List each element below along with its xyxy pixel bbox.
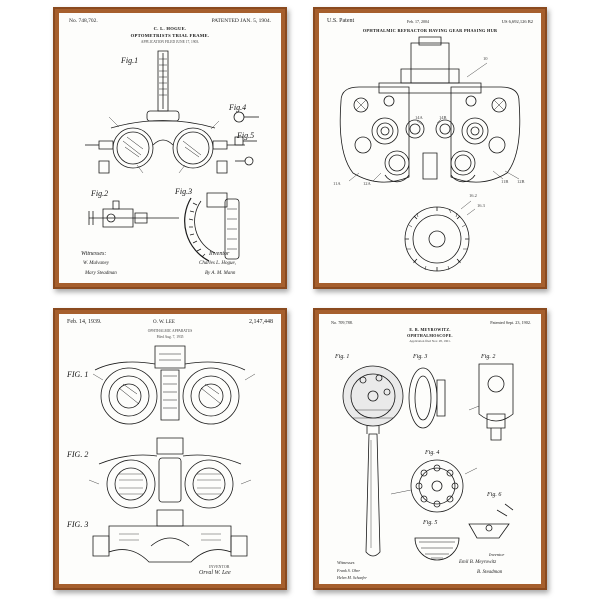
patent-title: OPTOMETRISTS TRIAL FRAME.	[130, 33, 210, 38]
attorney-signature: B. Steadman	[477, 570, 503, 575]
patent-title: OPHTHALMIC APPARATUS	[147, 329, 193, 333]
filed-line: Filed Aug. 7, 1935	[156, 335, 184, 339]
ref-label: 16.3	[477, 203, 485, 208]
fig-label: Fig. 6	[487, 492, 502, 498]
application-line: APPLICATION FILED JUNE 17, 1903.	[140, 40, 200, 44]
patent-title: OPHTHALMOSCOPE.	[407, 333, 453, 338]
patent-office: U.S. Patent	[327, 18, 355, 24]
poster-trial-frame: No. 748,702. PATENTED JAN. 5, 1904. C. L…	[53, 7, 287, 289]
ref-label: 12B	[517, 179, 525, 184]
trial-frame-drawing	[59, 13, 281, 283]
fig-label: FIG. 3	[67, 520, 89, 529]
refractor-drawing	[319, 13, 541, 283]
patent-date: Feb. 17, 2004	[407, 19, 429, 24]
patent-date: Feb. 14, 1939.	[67, 319, 102, 325]
poster-refractor: U.S. Patent Feb. 17, 2004 US 6,692,126 B…	[313, 7, 547, 289]
fig-label: Fig. 1	[335, 354, 350, 360]
fig-label: Fig. 2	[481, 354, 496, 360]
poster-mat: No. 748,702. PATENTED JAN. 5, 1904. C. L…	[59, 13, 281, 283]
fig-label: FIG. 2	[67, 450, 89, 459]
poster-mat: Feb. 14, 1939. O. W. LEE 2,147,448 OPHTH…	[59, 314, 281, 584]
inventor-signature: Charles L. Hogue,	[199, 261, 236, 266]
inventor-name: O. W. LEE	[153, 320, 175, 325]
poster-mat: U.S. Patent Feb. 17, 2004 US 6,692,126 B…	[319, 13, 541, 283]
fig-label: Fig.2	[91, 189, 109, 198]
patent-number: 2,147,448	[249, 319, 273, 325]
patent-number: US 6,692,126 B2	[501, 19, 533, 24]
ophthalmic-apparatus-drawing	[59, 314, 281, 584]
ophthalmoscope-drawing	[319, 314, 541, 584]
inventor-label: INVENTOR	[209, 564, 230, 569]
patent-title: OPHTHALMIC REFRACTOR HAVING GEAR PHASING…	[362, 28, 498, 33]
fig-label: Fig. 3	[413, 354, 428, 360]
inventor-label: Inventor	[489, 552, 505, 557]
witness-signature: Helen M. Schaefer	[337, 575, 367, 580]
ref-label: 10	[483, 56, 488, 61]
application-line: Application filed Nov. 28, 1901.	[409, 339, 451, 343]
poster-ophthalmic-apparatus: Feb. 14, 1939. O. W. LEE 2,147,448 OPHTH…	[53, 308, 287, 590]
witness-signature: Mary Steadman	[85, 271, 117, 276]
ref-label: 14B	[439, 115, 447, 120]
patent-number: No. 709,788.	[331, 320, 353, 325]
witness-signature: W. Mulvaney	[83, 261, 109, 266]
ref-label: 11A	[333, 181, 341, 186]
ref-label: 12A	[363, 181, 371, 186]
poster-ophthalmoscope: No. 709,788. Patented Sept. 23, 1902. E.…	[313, 308, 547, 590]
fig-label: Fig.3	[175, 187, 193, 196]
ref-label: 16.2	[469, 193, 477, 198]
fig-label: FIG. 1	[67, 370, 89, 379]
fig-label: Fig.5	[237, 131, 255, 140]
witness-signature: Frank S. Ober	[337, 568, 360, 573]
inventor-name: C. L. HOGUE.	[153, 26, 187, 31]
inventor-signature: Emil B. Meyrowitz	[459, 560, 497, 565]
fig-label: Fig.4	[229, 103, 247, 112]
witnesses-label: Witnesses:	[81, 251, 107, 257]
fig-label: Fig.1	[121, 56, 139, 65]
inventor-label: Inventor	[209, 251, 230, 257]
witnesses-label: Witnesses	[337, 560, 355, 565]
poster-mat: No. 709,788. Patented Sept. 23, 1902. E.…	[319, 314, 541, 584]
fig-label: Fig. 4	[425, 450, 440, 456]
ref-label: 11B	[501, 179, 509, 184]
inventor-name: E. B. MEYROWITZ.	[409, 327, 451, 332]
attorney-signature: By A. M. Mann	[205, 271, 236, 276]
patent-date: Patented Sept. 23, 1902.	[490, 320, 531, 325]
patent-date: PATENTED JAN. 5, 1904.	[211, 18, 271, 24]
patent-number: No. 748,702.	[69, 18, 98, 24]
inventor-signature: Orval W. Lee	[199, 570, 231, 576]
ref-label: 14A	[415, 115, 423, 120]
fig-label: Fig. 5	[423, 520, 438, 526]
